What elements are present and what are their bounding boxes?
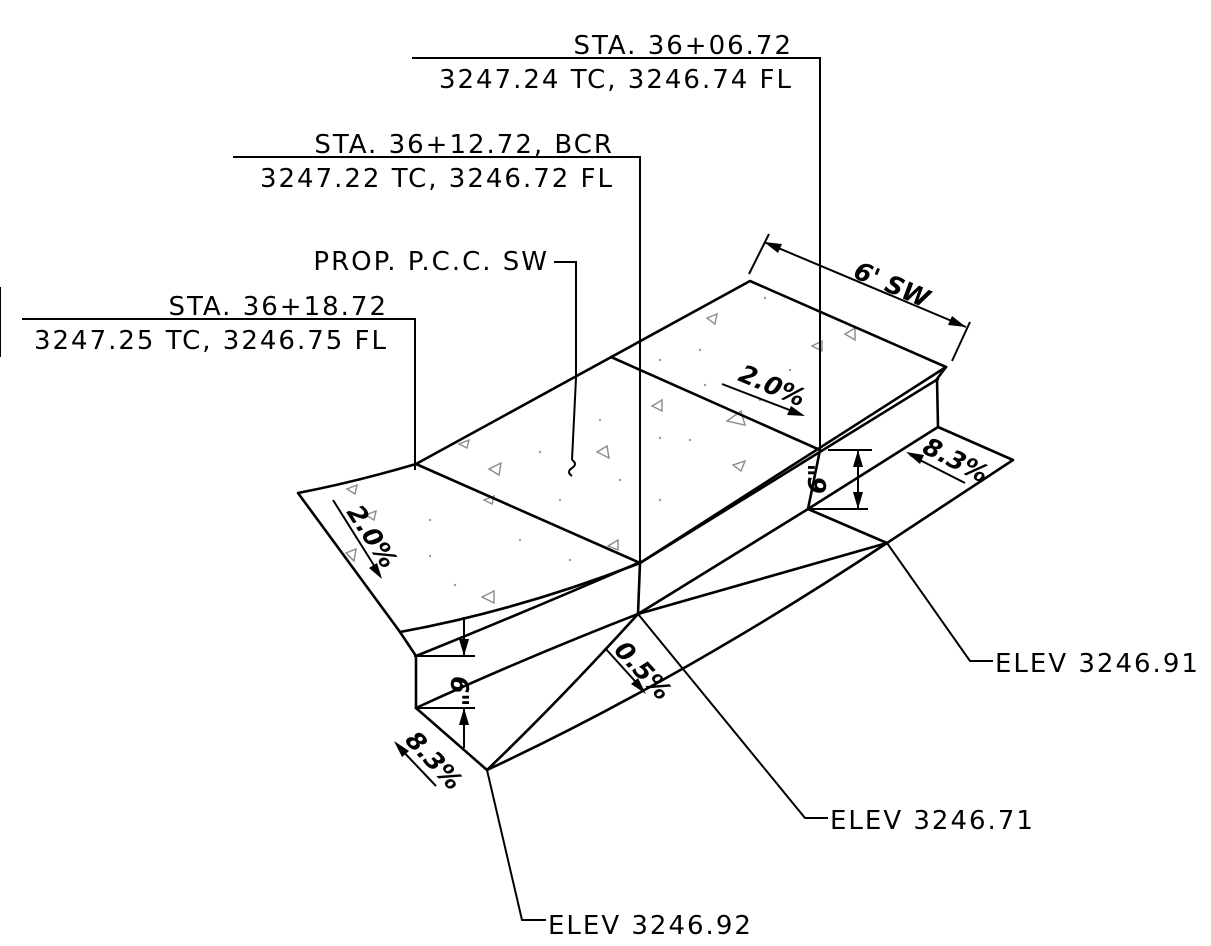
concrete-texture — [344, 296, 856, 605]
curb-height-left-label: 6" — [445, 676, 474, 706]
sta-2-elevations: 3247.22 TC, 3246.72 FL — [260, 164, 614, 194]
sidewalk-label: PROP. P.C.C. SW — [313, 247, 549, 277]
sta-2-station: STA. 36+12.72, BCR — [314, 130, 614, 160]
elev-right-label: ELEV 3246.91 — [995, 649, 1200, 679]
sta-3-station: STA. 36+18.72 — [168, 292, 388, 322]
leaders — [0, 57, 993, 921]
sidewalk-outline — [296, 279, 1015, 772]
slope-right-label: 8.3% — [918, 432, 993, 489]
slope-left-label: 8.3% — [400, 725, 469, 795]
sta-3-elevations: 3247.25 TC, 3246.75 FL — [34, 326, 388, 356]
elev-middle-label: ELEV 3246.71 — [830, 806, 1035, 836]
slope-top-right-label: 2.0% — [735, 359, 810, 413]
sidewalk-width-label: 6' SW — [850, 256, 936, 314]
sta-1-elevations: 3247.24 TC, 3246.74 FL — [439, 65, 793, 95]
elev-bottom-label: ELEV 3246.92 — [548, 911, 753, 941]
curb-height-right-label: 6" — [803, 464, 832, 494]
dimension-arrows — [332, 233, 971, 787]
slope-gutter-label: 0.5% — [609, 635, 678, 705]
sta-1-station: STA. 36+06.72 — [573, 31, 793, 61]
